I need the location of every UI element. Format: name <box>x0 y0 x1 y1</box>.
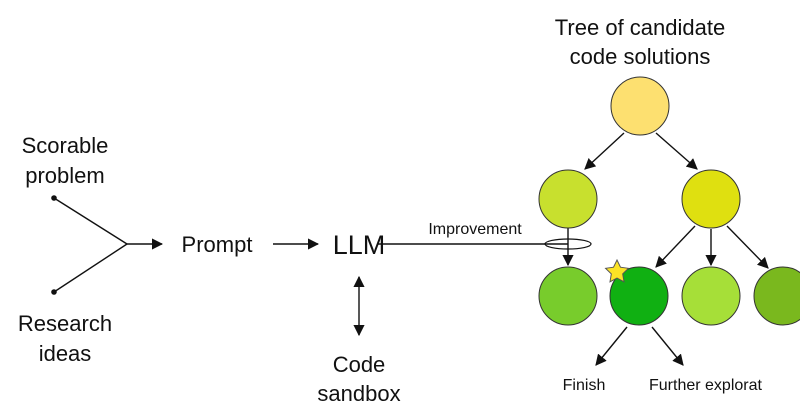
tree-title-line1: Tree of candidate <box>555 15 725 40</box>
tree-edge-right-leaf4 <box>726 225 769 269</box>
star-icon <box>604 258 630 283</box>
scorable-problem-edge <box>53 197 128 245</box>
tree-edge-root-right <box>655 132 698 170</box>
tree-node-leaf-2-best <box>609 266 669 326</box>
research-ideas-label-line2: ideas <box>39 341 92 366</box>
tree-node-leaf-4 <box>753 266 800 326</box>
improvement-label: Improvement <box>428 221 522 238</box>
tree-node-leaf-3 <box>681 266 741 326</box>
improvement-ring <box>544 238 592 250</box>
code-sandbox-label-line2: sandbox <box>317 381 400 406</box>
tree-edge-further <box>651 326 684 366</box>
further-exploration-label: Further explorat <box>649 377 762 394</box>
tree-node-level1-right <box>681 169 741 229</box>
tree-title-line2: code solutions <box>570 44 711 69</box>
tree-edge-right-leaf2 <box>655 225 696 268</box>
scorable-problem-label-line2: problem <box>25 163 104 188</box>
research-ideas-edge <box>53 243 128 293</box>
prompt-label: Prompt <box>182 232 253 257</box>
tree-node-root <box>610 76 670 136</box>
scorable-problem-label-line1: Scorable <box>22 133 109 158</box>
tree-node-level1-left <box>538 169 598 229</box>
finish-label: Finish <box>563 377 606 394</box>
tree-node-leaf-1 <box>538 266 598 326</box>
code-sandbox-label-line1: Code <box>333 352 386 377</box>
tree-edge-root-left <box>584 132 625 170</box>
llm-label: LLM <box>333 230 386 260</box>
research-ideas-label-line1: Research <box>18 311 112 336</box>
tree-edge-finish <box>595 326 628 366</box>
